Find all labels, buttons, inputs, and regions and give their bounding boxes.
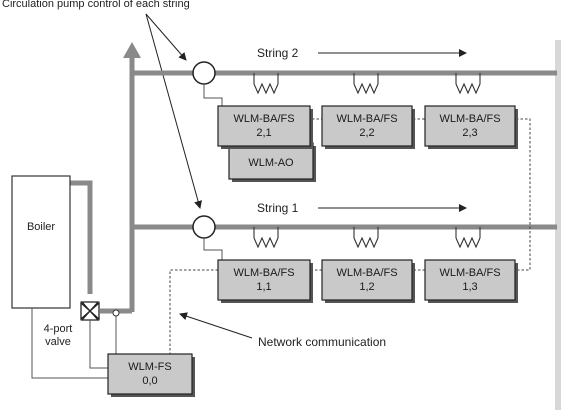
module-1-2 bbox=[321, 259, 413, 301]
boiler bbox=[11, 175, 71, 309]
module-1-3-addr: 1,3 bbox=[462, 281, 477, 293]
riser-arrow-icon bbox=[123, 42, 141, 58]
valve-control-wire bbox=[89, 320, 108, 369]
heating-coil-2-2-icon bbox=[353, 73, 379, 95]
ao-module-label: WLM-AO bbox=[248, 157, 294, 169]
master-module-name: WLM-FS bbox=[128, 361, 171, 373]
module-2-3-name: WLM-BA/FS bbox=[439, 113, 500, 125]
heating-coil-2-3-icon bbox=[455, 73, 481, 95]
bus-1-1-to-master bbox=[169, 269, 218, 354]
valve-label-line-1: 4-port bbox=[44, 323, 73, 335]
module-2-3-addr: 2,3 bbox=[462, 127, 477, 139]
module-2-1-name: WLM-BA/FS bbox=[233, 113, 294, 125]
module-1-3 bbox=[424, 259, 516, 301]
master-module-addr: 0,0 bbox=[142, 375, 157, 387]
pump-1-wire bbox=[203, 238, 223, 260]
temperature-sensor-icon bbox=[112, 309, 120, 317]
network-arrow bbox=[179, 312, 253, 339]
diagram-title: Circulation pump control of each string bbox=[2, 0, 190, 10]
heating-coil-1-2-icon bbox=[353, 227, 379, 249]
boiler-supply-pipe bbox=[70, 180, 93, 294]
module-1-1-addr: 1,1 bbox=[256, 281, 271, 293]
module-1-3-name: WLM-BA/FS bbox=[439, 267, 500, 279]
title-arrow-pump-1 bbox=[145, 13, 202, 209]
heating-coil-1-3-icon bbox=[455, 227, 481, 249]
module-1-2-name: WLM-BA/FS bbox=[336, 267, 397, 279]
boiler-control-wire bbox=[31, 308, 108, 379]
module-2-3 bbox=[424, 105, 516, 147]
title-arrow-pump-2 bbox=[145, 13, 187, 61]
circulation-pump-2-icon bbox=[192, 61, 216, 85]
module-1-1-name: WLM-BA/FS bbox=[233, 267, 294, 279]
four-port-valve-icon bbox=[80, 301, 100, 321]
module-1-1 bbox=[217, 259, 311, 301]
circulation-pump-1-icon bbox=[192, 215, 216, 239]
network-communication-label: Network communication bbox=[258, 335, 386, 349]
pump-2-wire bbox=[203, 84, 223, 106]
master-module bbox=[107, 353, 193, 395]
boiler-label: Boiler bbox=[27, 221, 55, 233]
string-2-label: String 2 bbox=[257, 46, 299, 60]
string-1-label: String 1 bbox=[257, 201, 299, 215]
module-2-1-addr: 2,1 bbox=[256, 127, 271, 139]
bus-string2-to-string1 bbox=[516, 118, 531, 271]
module-2-2 bbox=[321, 105, 413, 147]
module-2-1 bbox=[217, 105, 311, 147]
heating-coil-2-1-icon bbox=[253, 73, 279, 95]
module-2-2-addr: 2,2 bbox=[359, 127, 374, 139]
valve-label-line-2: valve bbox=[45, 336, 71, 348]
heating-coil-1-1-icon bbox=[253, 227, 279, 249]
module-2-2-name: WLM-BA/FS bbox=[336, 113, 397, 125]
module-1-2-addr: 1,2 bbox=[359, 281, 374, 293]
